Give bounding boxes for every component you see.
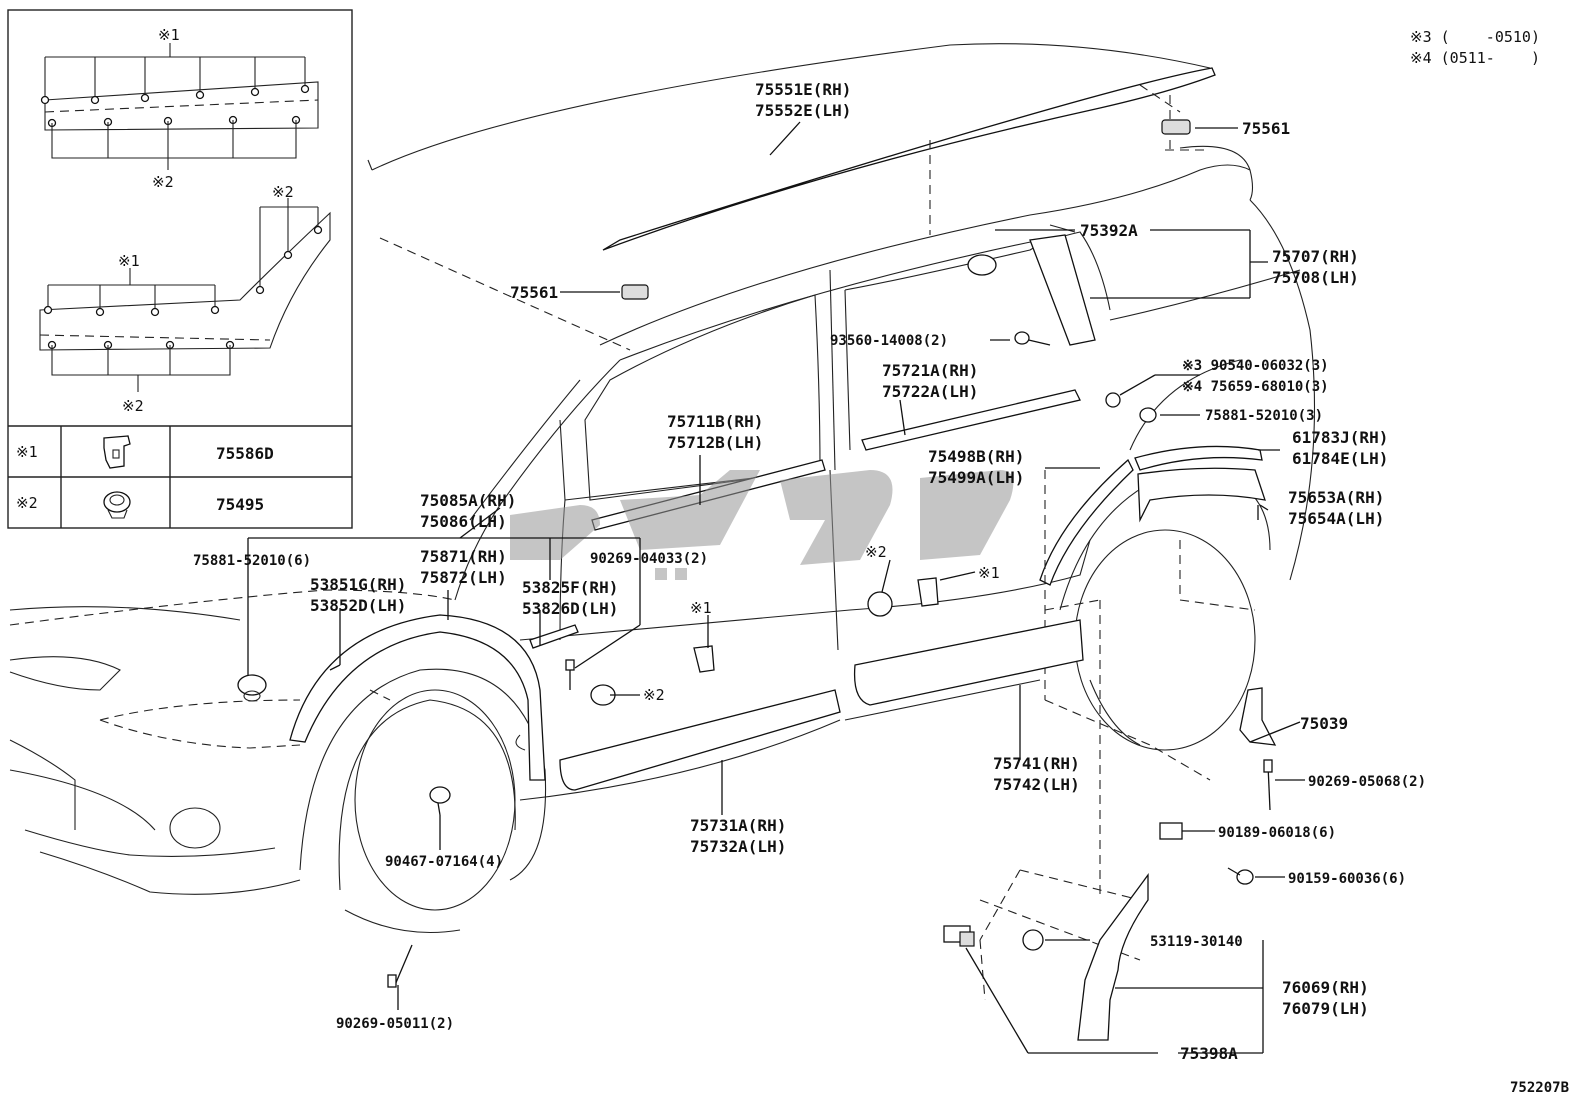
label-75708: 75708(LH): [1272, 268, 1359, 287]
pin-90269-05011: [387, 944, 413, 988]
inset-bottom-strip: [39, 198, 331, 392]
mudguard-76069: [1077, 873, 1149, 1041]
label-53825f: 53825F(RH): [522, 578, 618, 597]
label-75392a: 75392A: [1080, 221, 1138, 240]
label-53826d: 53826D(LH): [522, 599, 618, 618]
label-75085a: 75085A(RH): [420, 491, 516, 510]
label-75722a: 75722A(LH): [882, 382, 978, 401]
clip-75561-left: [621, 284, 649, 300]
label-90540: ※3 90540-06032(3): [1182, 358, 1329, 374]
label-75881-left: 75881-52010(6): [193, 553, 311, 569]
label-75398a: 75398A: [1180, 1044, 1238, 1063]
inset-top-mark1: ※1: [158, 26, 180, 44]
label-75498b: 75498B(RH): [928, 447, 1024, 466]
inset-bottom-mark2b: ※2: [122, 397, 144, 415]
label-75653a: 75653A(RH): [1288, 488, 1384, 507]
labels: ※3 ( -0510) ※4 (0511- ) 75551E(RH) 75552…: [193, 28, 1569, 1096]
inset-top-strip: [40, 43, 319, 170]
leader-lines: [247, 121, 1305, 1054]
screw-90159: [1227, 867, 1254, 885]
label-75552e: 75552E(LH): [755, 101, 851, 120]
label-75499a: 75499A(LH): [928, 468, 1024, 487]
label-75659: ※4 75659-68010(3): [1182, 379, 1329, 395]
clip-75392a: [967, 254, 997, 276]
pin-90269-05068: [1263, 759, 1273, 811]
label-53852d: 53852D(LH): [310, 596, 406, 615]
legend-mark-2: ※2: [16, 494, 38, 512]
diagram-code: 752207B: [1510, 1080, 1569, 1096]
clip-75881-left: [237, 674, 267, 702]
label-75732a: 75732A(LH): [690, 837, 786, 856]
label-75039: 75039: [1300, 714, 1348, 733]
label-90159: 90159-60036(6): [1288, 871, 1406, 887]
label-75881-right: 75881-52010(3): [1205, 408, 1323, 424]
label-90269-05011: 90269-05011(2): [336, 1016, 454, 1032]
label-76069: 76069(RH): [1282, 978, 1369, 997]
label-75654a: 75654A(LH): [1288, 509, 1384, 528]
screw-93560: [1014, 331, 1051, 346]
note-4: ※4 (0511- ): [1410, 49, 1540, 67]
clip-75398: [943, 925, 975, 947]
label-75741: 75741(RH): [993, 754, 1080, 773]
grommet-icon: [103, 491, 131, 519]
label-mark1-mid: ※1: [690, 599, 712, 617]
clip-75561-top: [1161, 119, 1191, 135]
label-90269-05068: 90269-05068(2): [1308, 774, 1426, 790]
label-75086: 75086(LH): [420, 512, 507, 531]
grommet-mark2-left: [867, 591, 893, 617]
inset-box: ※1 ※2 ※2 ※1 ※2 ※1 75586D ※2 75495: [7, 9, 353, 529]
label-75707: 75707(RH): [1272, 247, 1359, 266]
label-75872: 75872(LH): [420, 568, 507, 587]
label-75561-left: 75561: [510, 283, 558, 302]
clip-icon: [103, 435, 131, 469]
legend-mark-1: ※1: [16, 443, 38, 461]
label-61784e: 61784E(LH): [1292, 449, 1388, 468]
inset-bottom-mark2a: ※2: [272, 183, 294, 201]
watermark-logo: [510, 470, 1014, 580]
label-53851g: 53851G(RH): [310, 575, 406, 594]
label-90189: 90189-06018(6): [1218, 825, 1336, 841]
nut-90189: [1159, 822, 1183, 840]
label-76079: 76079(LH): [1282, 999, 1369, 1018]
label-75711b: 75711B(RH): [667, 412, 763, 431]
label-93560: 93560-14008(2): [830, 333, 948, 349]
label-75871: 75871(RH): [420, 547, 507, 566]
clip-53119: [1022, 929, 1044, 951]
label-75721a: 75721A(RH): [882, 361, 978, 380]
strip-53825: [529, 624, 579, 649]
clip-75881-right: [1139, 407, 1157, 423]
label-61783j: 61783J(RH): [1292, 428, 1388, 447]
bracket-75039: [1239, 687, 1277, 746]
note-3: ※3 ( -0510): [1410, 28, 1540, 46]
label-75551e: 75551E(RH): [755, 80, 851, 99]
clip-90467: [429, 786, 451, 816]
legend-part-1: 75586D: [216, 444, 274, 463]
label-75731a: 75731A(RH): [690, 816, 786, 835]
clip-mark1-mid: [693, 645, 715, 673]
label-90269-04033: 90269-04033(2): [590, 551, 708, 567]
label-mark2-left: ※2: [865, 543, 887, 561]
label-mark2-mid: ※2: [643, 686, 665, 704]
label-mark1-left: ※1: [978, 564, 1000, 582]
label-75712b: 75712B(LH): [667, 433, 763, 452]
washer-90540: [1105, 392, 1121, 408]
label-75561-top: 75561: [1242, 119, 1290, 138]
inset-top-mark2: ※2: [152, 173, 174, 191]
label-53119: 53119-30140: [1150, 934, 1243, 950]
legend-part-2: 75495: [216, 495, 264, 514]
clip-mark1-left: [917, 577, 939, 607]
label-90467: 90467-07164(4): [385, 854, 503, 870]
pin-90269-04033: [565, 659, 575, 690]
label-75742: 75742(LH): [993, 775, 1080, 794]
inset-bottom-mark1: ※1: [118, 252, 140, 270]
